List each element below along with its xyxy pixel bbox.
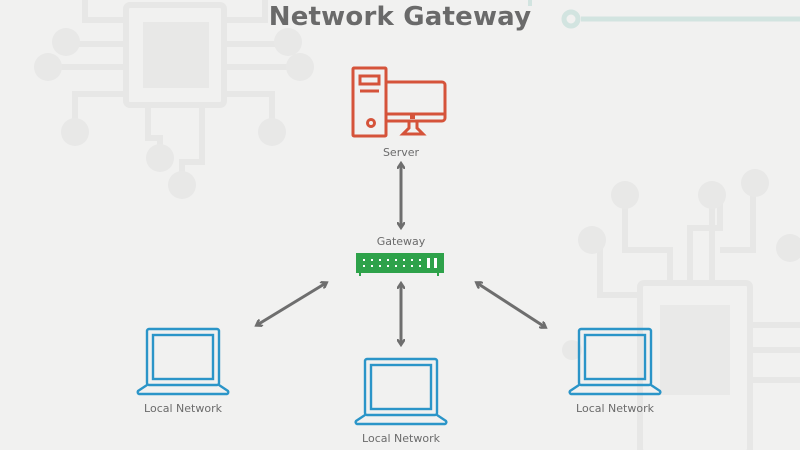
circuit-traces-right: [597, 190, 800, 450]
gateway-label: Gateway: [376, 235, 426, 248]
circuit-pads-left: [34, 28, 314, 199]
server-label: Server: [382, 146, 420, 159]
circuit-accent-top-right: [528, 0, 800, 29]
network-switch-icon: [356, 253, 444, 276]
diagram-title: Network Gateway: [268, 2, 532, 32]
arrow-gateway-client-left: [257, 283, 326, 325]
client-right-label: Local Network: [576, 402, 654, 415]
circuit-chip-left: [143, 22, 209, 88]
circuit-pads-right: [562, 169, 800, 360]
client-left-label: Local Network: [144, 402, 222, 415]
switch-ports: [363, 258, 437, 268]
desktop-computer-icon: [351, 66, 447, 138]
laptop-icon: [568, 327, 662, 396]
arrow-gateway-client-right: [477, 283, 545, 327]
client-center-label: Local Network: [362, 432, 440, 445]
laptop-icon: [136, 327, 230, 396]
circuit-chip-right: [660, 305, 730, 395]
laptop-icon: [354, 357, 448, 426]
